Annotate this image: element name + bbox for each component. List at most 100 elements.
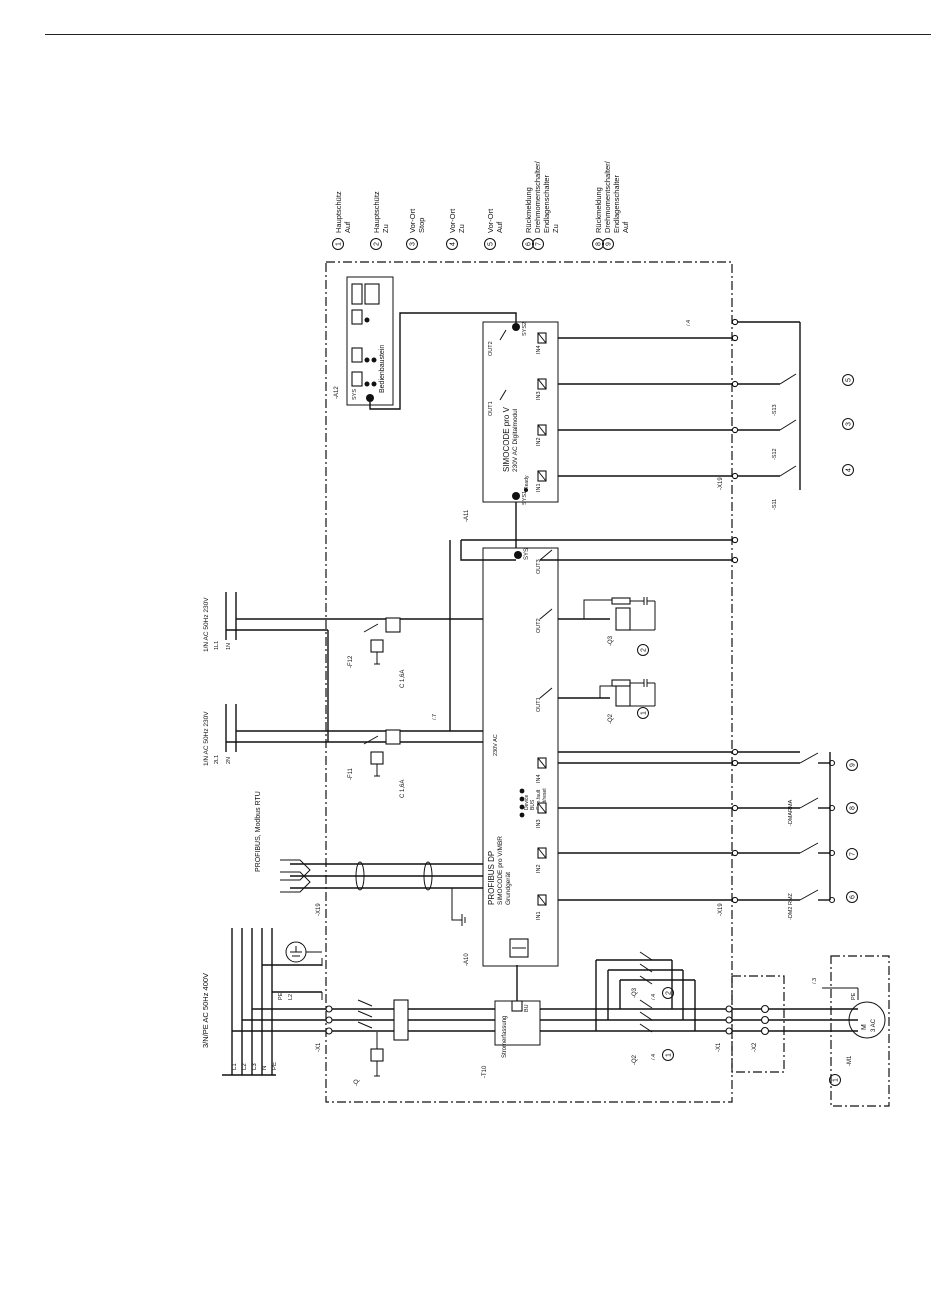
simocode-base-unit-a10[interactable]: PROFIBUS DP SIMOCODE pro V/MBR Grundgerä…: [464, 547, 559, 967]
breaker-f12: -F12 C 1,6A: [348, 617, 406, 688]
svg-text:Hauptschütz: Hauptschütz: [372, 191, 381, 233]
switch-s13-label: -S13: [772, 404, 778, 416]
operator-panel-a12[interactable]: Bedienbaustein SYS -A12: [334, 276, 517, 410]
svg-text:Vor-Ort: Vor-Ort: [408, 208, 417, 233]
svg-text:-A10: -A10: [464, 953, 470, 966]
ref-circle-2: 2: [662, 987, 674, 999]
ref-circle-1: 1: [662, 1049, 674, 1061]
cross-ref-label: /.4: [686, 320, 692, 326]
svg-text:2: 2: [641, 648, 648, 652]
phase-label-l3: L3: [252, 1063, 258, 1070]
cross-ref-label: /.7: [432, 714, 438, 720]
svg-text:Auf: Auf: [343, 221, 352, 233]
current-sensor-t10: Stromerfassung -T10 BU: [482, 965, 541, 1078]
breaker-f11: -F11 C 1,6A: [348, 729, 406, 798]
svg-text:-T10: -T10: [482, 1065, 488, 1078]
x19-label: -X19: [718, 903, 724, 916]
svg-text:-M1: -M1: [847, 1055, 853, 1066]
svg-text:Endlagenschalter: Endlagenschalter: [612, 175, 621, 233]
pe-label: PE: [278, 992, 284, 1000]
svg-text:3: 3: [410, 242, 417, 246]
l2-label: L2: [288, 994, 294, 1000]
svg-text:2: 2: [374, 242, 381, 246]
x1-label: -X1: [716, 1042, 722, 1052]
svg-text:5: 5: [488, 242, 495, 246]
base-input-3: IN3: [536, 819, 542, 828]
svg-text:3 AC: 3 AC: [871, 1018, 877, 1032]
base-output-3: OUT3: [536, 559, 542, 574]
svg-text:SYS2: SYS2: [522, 322, 528, 336]
phase-label-l2: L2: [242, 1063, 248, 1070]
svg-text:-Q3: -Q3: [632, 987, 638, 998]
svg-text:Rückmeldung: Rückmeldung: [594, 187, 603, 233]
svg-text:Stop: Stop: [417, 218, 426, 233]
svg-text:-Q2: -Q2: [608, 713, 614, 724]
svg-text:5: 5: [846, 378, 853, 382]
limit-switch-label: -DM2 RMZ: [788, 892, 794, 920]
ctrl2-label: 1/N AC 50Hz 230V: [203, 597, 210, 652]
svg-text:-X2: -X2: [752, 1042, 758, 1052]
svg-text:Hauptschütz: Hauptschütz: [334, 191, 343, 233]
ref-circle-9: 9: [846, 759, 858, 771]
svg-text:1: 1: [666, 1053, 673, 1057]
svg-text:Auf: Auf: [495, 221, 504, 233]
x1-label: -X1: [316, 1042, 322, 1052]
svg-text:Vor-Ort: Vor-Ort: [448, 208, 457, 233]
coil-q2: -Q2: [558, 679, 656, 724]
phase-label-l1: L1: [232, 1063, 238, 1070]
svg-text:1/N AC 50Hz 230V: 1/N AC 50Hz 230V: [203, 597, 210, 652]
base-output-2: OUT2: [536, 618, 542, 633]
svg-text:9: 9: [850, 763, 857, 767]
ref-circle-5: 5: [842, 374, 854, 386]
system-interface-cable: [460, 502, 735, 561]
switch-s12-label: -S12: [772, 448, 778, 460]
cross-ref-label: /.3: [812, 978, 818, 984]
svg-text:Grundgerät: Grundgerät: [505, 872, 512, 905]
cross-ref-label: /.4: [651, 1054, 657, 1060]
dm-input-4: IN4: [536, 345, 542, 354]
cabinet-border: [325, 261, 733, 1103]
ctrl2-line-label: 1L1: [214, 641, 220, 650]
svg-text:Ready: Ready: [524, 475, 530, 490]
svg-text:-A12: -A12: [334, 386, 340, 399]
ctrl2-line-label: 1N: [226, 643, 232, 650]
svg-text:1: 1: [641, 711, 648, 715]
svg-text:230V AC: 230V AC: [493, 734, 499, 756]
base-output-1: OUT1: [536, 697, 542, 712]
ref-circle-7: 7: [846, 848, 858, 860]
limit-switch-label: -DMARMA: [788, 799, 794, 826]
simocode-digital-module-a11[interactable]: SIMOCODE pro V 230V AC Digitalmodul -A11…: [464, 321, 559, 522]
svg-text:6: 6: [526, 242, 533, 246]
svg-text:8: 8: [596, 242, 603, 246]
svg-text:SYS: SYS: [524, 548, 530, 560]
svg-text:-Q2: -Q2: [632, 1054, 638, 1065]
terminal-strip-x1: -X1 -X1: [316, 1005, 733, 1052]
svg-text:BU: BU: [524, 1004, 530, 1012]
dm-input-3: IN3: [536, 391, 542, 400]
svg-text:-Q: -Q: [354, 1079, 360, 1086]
page-top-rule: [45, 34, 931, 35]
bus-label: PROFIBUS, Modbus RTU: [255, 791, 262, 872]
svg-text:7: 7: [850, 852, 857, 856]
phase-label-pe: PE: [272, 1062, 278, 1070]
motor-m1: M 3 AC -M1 PE: [822, 987, 886, 1066]
led-label-device: Device: [524, 794, 530, 810]
led-label-test-reset: Test/reset: [542, 788, 548, 810]
svg-text:-Q3: -Q3: [608, 635, 614, 646]
svg-text:6: 6: [850, 895, 857, 899]
svg-text:SYS1: SYS1: [522, 491, 528, 505]
svg-text:230V AC Digitalmodul: 230V AC Digitalmodul: [512, 408, 519, 472]
terminal-strip-x2: -X2: [752, 1004, 770, 1052]
